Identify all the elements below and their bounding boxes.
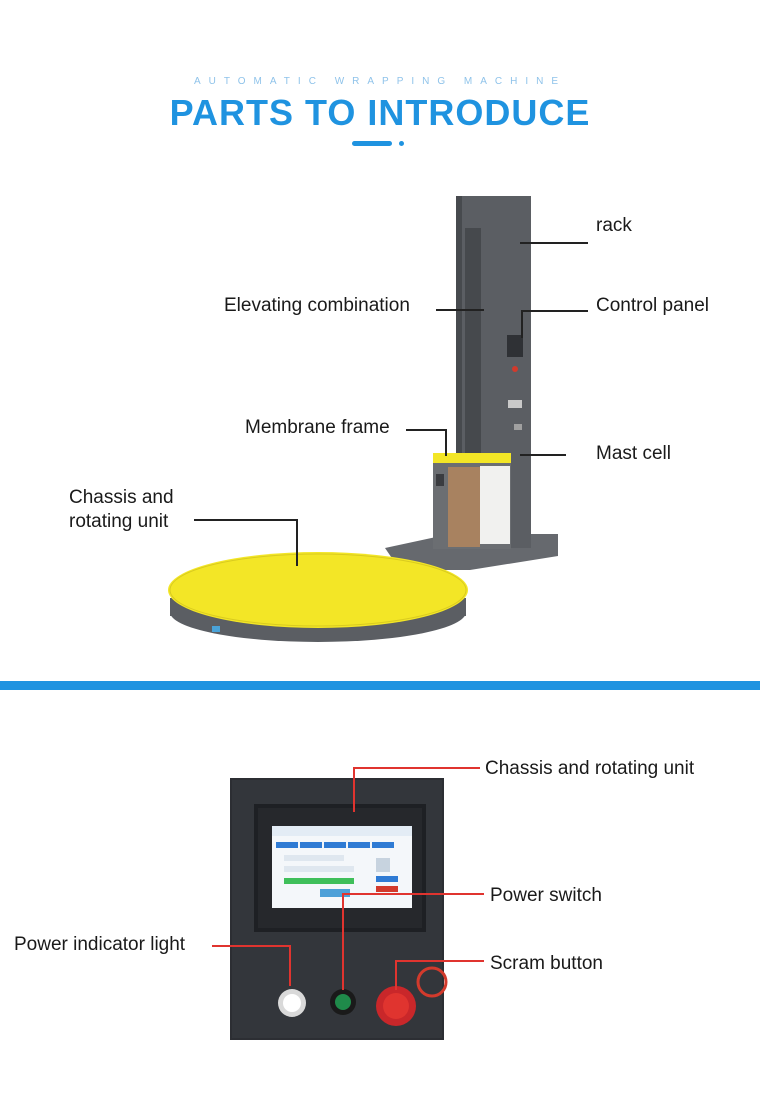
header-subtitle: AUTOMATIC WRAPPING MACHINE [193,76,567,87]
label-chassis-rotating-unit: Chassis and rotating unit [485,758,695,779]
page-title: PARTS TO INTRODUCE [169,92,591,133]
label-chassis-line2: rotating unit [69,511,169,532]
label-chassis-line1: Chassis and [69,487,174,508]
title-underline-dot [399,141,404,146]
label-membrane-frame: Membrane frame [245,417,390,438]
title-underline [352,141,392,146]
wrapping-machine-illustration [168,196,558,642]
machine-callout-lines [194,242,588,566]
label-mast-cell: Mast cell [596,443,671,464]
label-power-indicator-light: Power indicator light [14,934,186,955]
label-power-switch: Power switch [490,885,602,906]
label-control-panel: Control panel [596,295,710,316]
label-rack: rack [596,215,632,236]
label-elevating-combination: Elevating combination [224,295,410,316]
label-scram-button: Scram button [490,953,603,974]
section-divider [0,681,760,690]
